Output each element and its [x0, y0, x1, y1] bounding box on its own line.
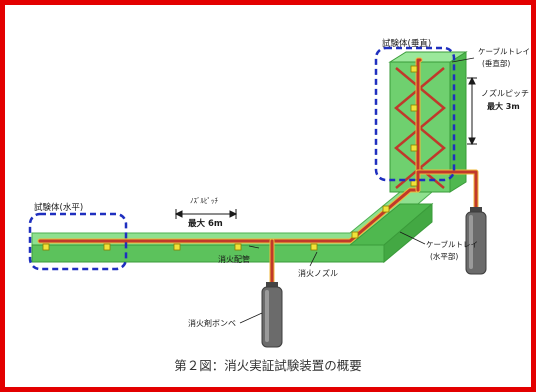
specimen-vertical-highlight: [374, 46, 456, 182]
nozzle: [234, 243, 242, 251]
label-nozzle-pitch-vertical: ノズルピッチ 最大 3m: [481, 88, 532, 111]
nozzle: [173, 243, 181, 251]
label-max-horizontal: 最大 6m: [188, 218, 223, 229]
label-cable-tray-horizontal-line: ケーブルトレイ: [426, 239, 478, 249]
nozzle: [410, 104, 418, 112]
nozzle: [410, 65, 418, 73]
cable-tray-diagonal-front: [383, 202, 433, 264]
label-nozzle-pitch-vertical-line: ノズルピッチ: [481, 88, 529, 98]
nozzles: [42, 65, 418, 251]
label-cable-tray-vertical-line: (垂直部): [482, 58, 510, 68]
cable-tray-vertical-top: [388, 51, 468, 63]
nozzle: [351, 231, 359, 239]
nozzle: [310, 243, 318, 251]
label-cable-tray-horizontal: ケーブルトレイ (水平部): [426, 239, 480, 261]
label-nozzle-pitch-vertical-line: 最大 3m: [487, 101, 520, 111]
agent-cylinder-right: [465, 207, 487, 275]
nozzle-pitch-vertical-dimension: [467, 76, 477, 146]
cable-tray-horizontal-front: [31, 244, 385, 263]
leader-lines: [239, 57, 475, 324]
label-nozzle-pitch-horizontal: ﾉｽﾞﾙﾋﾟｯﾁ: [190, 197, 218, 205]
label-extinguishing-nozzle: 消火ノズル: [298, 268, 338, 278]
figure-caption: 第２図：消火実証試験装置の概要: [174, 358, 362, 373]
label-cable-tray-vertical: ケーブルトレイ (垂直部): [478, 46, 532, 68]
label-agent-cylinder: 消火剤ボンベ: [188, 318, 236, 328]
label-cable-tray-vertical-line: ケーブルトレイ: [478, 46, 530, 56]
label-cable-tray-horizontal-line: (水平部): [430, 251, 458, 261]
nozzle: [42, 243, 50, 251]
label-extinguishing-pipe: 消火配管: [218, 254, 250, 264]
specimen-horizontal-highlight: [28, 212, 128, 271]
nozzle-pitch-horizontal-dimension: [174, 209, 238, 219]
label-specimen-horizontal: 試験体(水平): [34, 202, 83, 213]
extinguishing-pipe: [37, 57, 479, 286]
nozzle: [382, 205, 390, 213]
nozzle: [410, 144, 418, 152]
nozzle: [103, 243, 111, 251]
agent-cylinder-center: [261, 282, 283, 348]
label-specimen-vertical: 試験体(垂直): [382, 38, 431, 49]
